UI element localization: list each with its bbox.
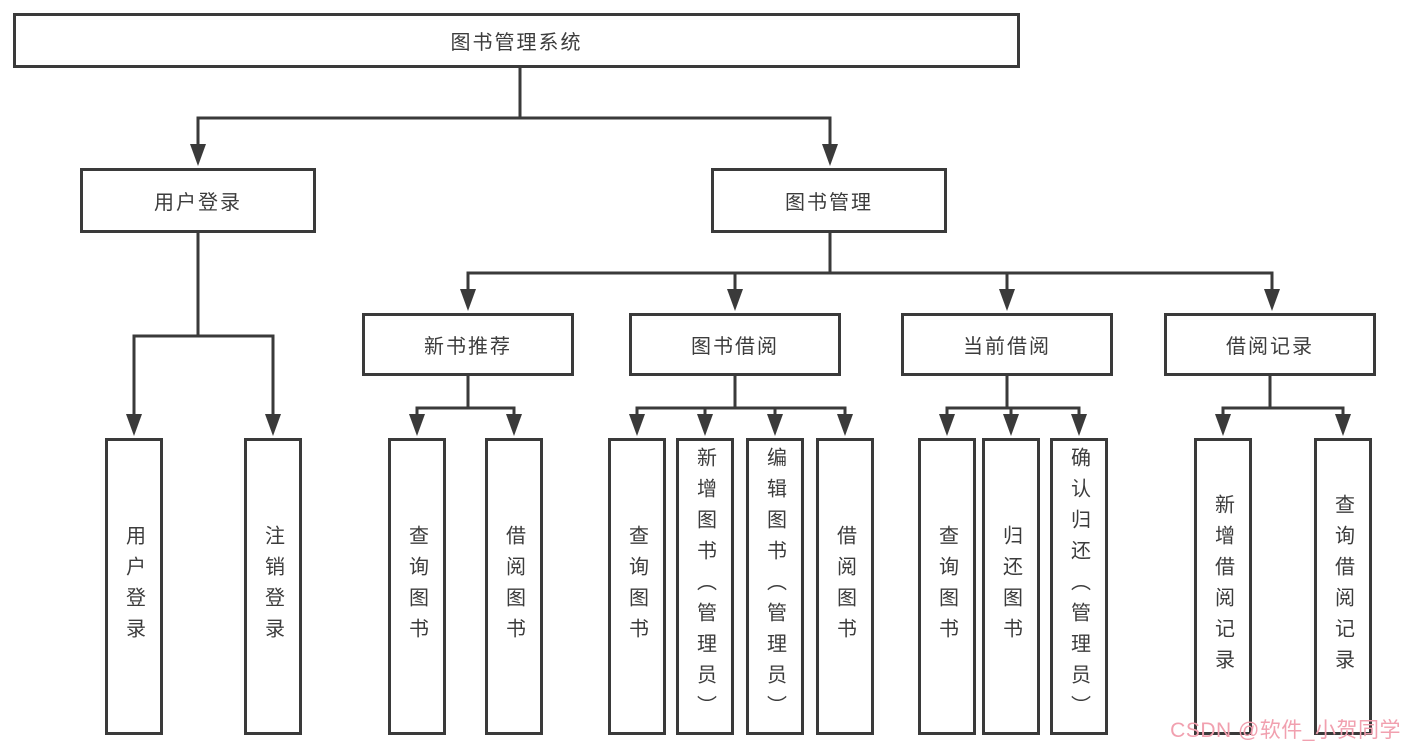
leaf-return-book-label: 归还图书: [999, 524, 1022, 649]
leaf-add-book-admin-label: 新增图书（管理员）: [693, 447, 716, 726]
leaf-return-book: 归还图书: [982, 438, 1040, 735]
node-book-borrow-label: 图书借阅: [691, 336, 779, 358]
leaf-query-book-borrow-label: 查询图书: [625, 524, 648, 649]
node-new-book-recommend: 新书推荐: [362, 313, 574, 376]
leaf-user-login-label: 用户登录: [122, 524, 145, 649]
leaf-add-borrow-record: 新增借阅记录: [1194, 438, 1252, 735]
node-user-login-label: 用户登录: [154, 192, 242, 214]
leaf-borrow-book-recommend-label: 借阅图书: [502, 524, 525, 649]
node-borrow-record-label: 借阅记录: [1226, 336, 1314, 358]
node-book-management: 图书管理: [711, 168, 947, 233]
leaf-query-book-recommend-label: 查询图书: [405, 524, 428, 649]
leaf-borrow-book-label: 借阅图书: [833, 524, 856, 649]
node-book-management-label: 图书管理: [785, 192, 873, 214]
node-user-login: 用户登录: [80, 168, 316, 233]
leaf-query-book-borrow: 查询图书: [608, 438, 666, 735]
node-root-system: 图书管理系统: [13, 13, 1020, 68]
leaf-edit-book-admin: 编辑图书（管理员）: [746, 438, 804, 735]
node-borrow-record: 借阅记录: [1164, 313, 1376, 376]
leaf-query-borrow-record: 查询借阅记录: [1314, 438, 1372, 735]
node-book-borrow: 图书借阅: [629, 313, 841, 376]
leaf-query-book-current: 查询图书: [918, 438, 976, 735]
leaf-logout-label: 注销登录: [261, 524, 284, 649]
leaf-borrow-book-recommend: 借阅图书: [485, 438, 543, 735]
leaf-borrow-book: 借阅图书: [816, 438, 874, 735]
leaf-add-book-admin: 新增图书（管理员）: [676, 438, 734, 735]
node-new-book-recommend-label: 新书推荐: [424, 336, 512, 358]
leaf-confirm-return-admin-label: 确认归还（管理员）: [1067, 447, 1090, 726]
leaf-query-book-recommend: 查询图书: [388, 438, 446, 735]
leaf-query-book-current-label: 查询图书: [935, 524, 958, 649]
node-current-borrow: 当前借阅: [901, 313, 1113, 376]
leaf-logout: 注销登录: [244, 438, 302, 735]
leaf-add-borrow-record-label: 新增借阅记录: [1211, 493, 1234, 680]
leaf-query-borrow-record-label: 查询借阅记录: [1331, 493, 1354, 680]
leaf-user-login: 用户登录: [105, 438, 163, 735]
leaf-edit-book-admin-label: 编辑图书（管理员）: [763, 447, 786, 726]
csdn-watermark: CSDN @软件_小贺同学: [1170, 719, 1401, 742]
leaf-confirm-return-admin: 确认归还（管理员）: [1050, 438, 1108, 735]
node-current-borrow-label: 当前借阅: [963, 336, 1051, 358]
node-root-system-label: 图书管理系统: [450, 32, 583, 54]
